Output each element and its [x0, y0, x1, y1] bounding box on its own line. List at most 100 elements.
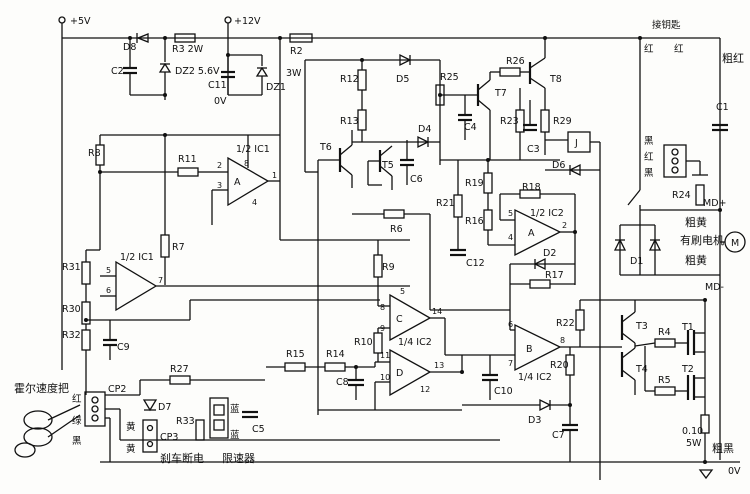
- opamp-ic2a: [488, 208, 576, 285]
- cap-c12: [450, 245, 466, 257]
- label-plus5v: +5V: [70, 16, 91, 27]
- label-c1: C1: [716, 102, 729, 113]
- label-t3: T3: [635, 321, 648, 332]
- label-c12: C12: [466, 258, 485, 269]
- label-r27: R27: [170, 364, 189, 375]
- diode-d5: [399, 53, 412, 67]
- label-c11: C11: [208, 80, 227, 91]
- opamp-ic2b: [462, 323, 610, 372]
- label-r2val: 3W: [286, 68, 302, 79]
- label-r30: R30: [62, 304, 81, 315]
- opamp-ic1a: [211, 135, 280, 225]
- resistor-r26: [499, 67, 521, 77]
- label-t1: T1: [681, 322, 694, 333]
- resistor-r29: [540, 109, 550, 133]
- label-red-c: 红: [644, 151, 654, 163]
- label-coarse-yellow-b: 粗黄: [685, 253, 707, 267]
- label-d8: D8: [123, 42, 136, 53]
- mosfet-t2: [675, 375, 705, 400]
- pin-bb8: 8: [560, 336, 565, 345]
- opamp-ic1b: [100, 260, 410, 312]
- resistor-r4: [654, 338, 676, 348]
- cap-c5: [242, 410, 258, 419]
- resistor-r9: [373, 254, 383, 278]
- label-ic1b: 1/2 IC1: [120, 252, 154, 263]
- pin-a8: 8: [244, 159, 249, 168]
- mosfet-t1: [675, 330, 705, 355]
- resistor-r13: [357, 109, 367, 131]
- label-d1: D1: [630, 256, 643, 267]
- pin-ia4: 4: [508, 233, 513, 242]
- resistor-r22: [575, 309, 585, 331]
- label-r4: R4: [658, 327, 671, 338]
- label-motor: 有刷电机: [680, 233, 724, 247]
- transistor-t8: [528, 38, 546, 110]
- label-r31: R31: [62, 262, 81, 273]
- label-c2: C2: [111, 66, 124, 77]
- label-ic2c: 1/4 IC2: [398, 337, 432, 348]
- connector-cp1: [663, 144, 708, 178]
- label-r22: R22: [556, 318, 575, 329]
- label-r19: R19: [465, 178, 484, 189]
- transistor-t5: [367, 145, 393, 190]
- resistor-r21: [453, 194, 463, 218]
- resistor-r14: [324, 362, 346, 372]
- label-c9: C9: [117, 342, 130, 353]
- diode-d8: [136, 33, 149, 43]
- zener-dz1: [228, 54, 269, 95]
- cap-c6: [400, 140, 414, 185]
- resistor-r5: [654, 386, 676, 396]
- pin-a1: 1: [272, 171, 277, 180]
- label-r13: R13: [340, 116, 359, 127]
- pin-b6: 6: [106, 286, 111, 295]
- pin-bb6: 6: [508, 320, 513, 329]
- label-op-d: D: [396, 368, 403, 379]
- resistor-r27: [169, 375, 191, 385]
- terminal-plus5v: [58, 16, 66, 38]
- pin-c5: 5: [400, 287, 405, 296]
- power-rails: [61, 37, 721, 463]
- resistor-r3: [174, 33, 196, 43]
- diode-d3: [539, 398, 552, 412]
- pin-a2: 2: [217, 161, 222, 170]
- label-red-a: 红: [644, 43, 654, 55]
- label-black-b: 黑: [644, 168, 654, 179]
- label-r18: R18: [522, 182, 541, 193]
- label-r21: R21: [436, 198, 455, 209]
- resistor-r11: [177, 167, 199, 177]
- label-r6: R6: [390, 224, 403, 235]
- pin-a4: 4: [252, 198, 257, 207]
- label-cp-red: 红: [72, 393, 82, 405]
- label-motor-m: M: [731, 238, 739, 249]
- label-t4: T4: [635, 364, 648, 375]
- pin-ia2: 2: [562, 221, 567, 230]
- label-gnd: 0V: [728, 466, 741, 477]
- hall-throttle-icon: [14, 404, 81, 458]
- pin-c8: 8: [380, 303, 385, 312]
- label-c7: C7: [552, 430, 565, 441]
- label-d7: D7: [158, 402, 171, 413]
- label-0v: 0V: [214, 96, 227, 107]
- label-hall: 霍尔速度把: [14, 381, 69, 395]
- label-yellow-b: 黄: [126, 443, 136, 455]
- label-relay-j: J: [574, 138, 578, 149]
- pin-d12: 12: [420, 385, 430, 394]
- label-r29: R29: [553, 116, 572, 127]
- label-t2: T2: [681, 364, 694, 375]
- label-r01: 0.10: [682, 426, 703, 437]
- label-brake: 刹车断电: [160, 451, 204, 465]
- label-cp2: CP2: [108, 384, 126, 395]
- label-r2: R2: [290, 46, 303, 57]
- label-c10: C10: [494, 386, 513, 397]
- terminal-plus12v: [224, 16, 232, 38]
- label-d6: D6: [552, 160, 565, 171]
- label-r16: R16: [465, 216, 484, 227]
- label-cp-black: 黑: [72, 436, 82, 447]
- pin-c14: 14: [432, 307, 442, 316]
- label-ic2a: 1/2 IC2: [530, 208, 564, 219]
- resistor-r32: [81, 329, 91, 351]
- label-black-a: 黑: [644, 136, 654, 147]
- cap-c2: [123, 38, 165, 96]
- cap-c10: [482, 355, 498, 400]
- transistor-t7: [440, 72, 491, 160]
